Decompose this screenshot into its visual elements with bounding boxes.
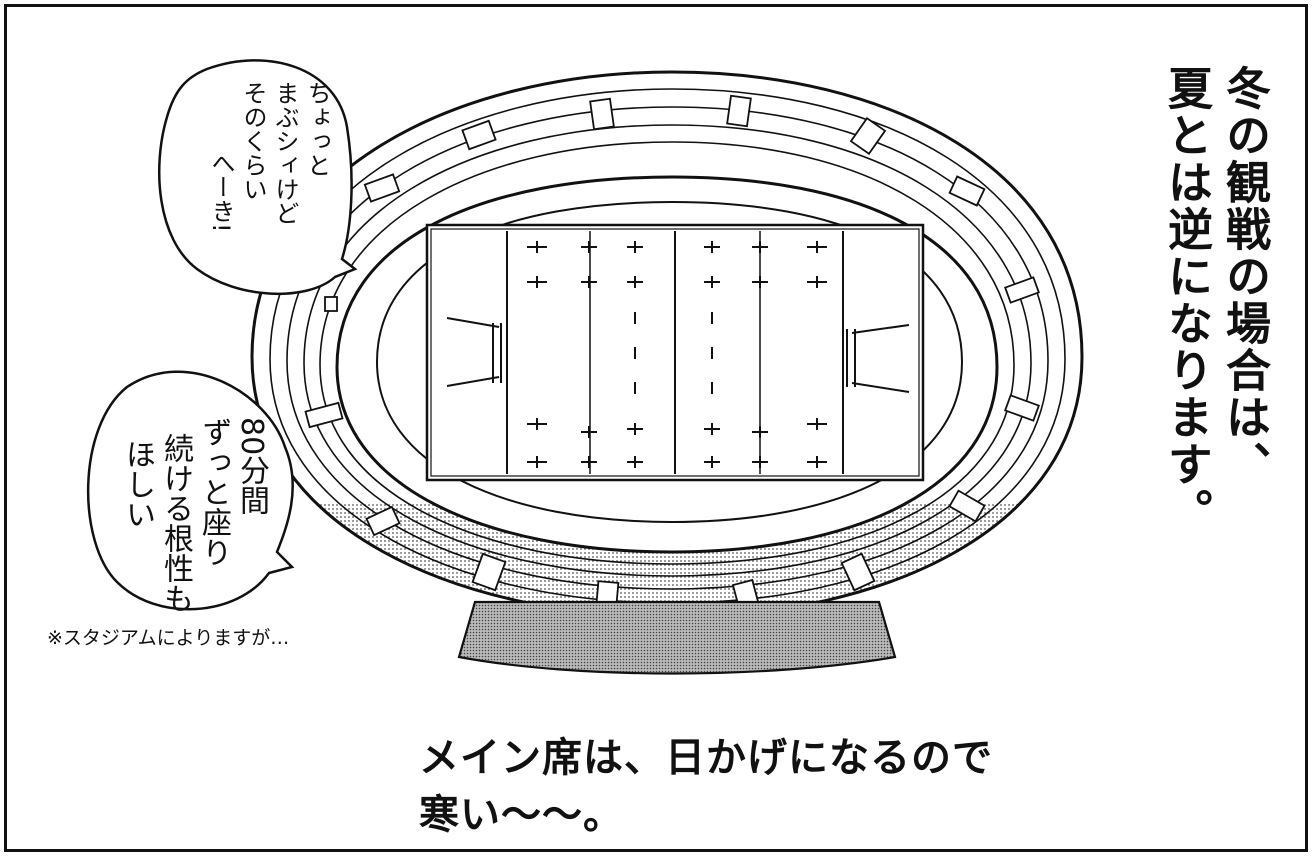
speech-bubble-top-shape <box>158 59 358 296</box>
bubble-top-line-1: ちょっと <box>303 81 331 177</box>
bubble-left-line-2: ずっと座り <box>196 417 231 567</box>
caption-line-1: メイン席は、日かげになるので <box>419 735 993 781</box>
bubble-top-line-2: まぶシィけど <box>271 81 299 225</box>
main-stand <box>457 600 897 675</box>
speech-bubble-left: 80分間 ずっと座り 続ける根性も ほしい <box>97 417 269 627</box>
rugby-pitch <box>425 223 925 482</box>
bubble-top-line-4: へーき! <box>207 151 235 233</box>
narration-line-1: 冬の観戦の場合は、 <box>1218 65 1271 488</box>
speech-bubble-left-shape <box>87 370 295 611</box>
footnote: ※スタジアムによりますが… <box>47 627 290 649</box>
bubble-left-line-3: 続ける根性も <box>158 433 193 613</box>
comic-panel: 冬の観戦の場合は、 夏とは逆になります。 ちょっと まぶシィけど そのくらい へ… <box>4 4 1308 852</box>
pitch-marks <box>527 241 827 468</box>
stadium-illustration <box>87 59 1084 675</box>
bubble-left-line-1: 80分間 <box>234 417 269 516</box>
caption-line-2: 寒い〜〜。 <box>419 792 624 838</box>
bubble-left-line-4: ほしい <box>120 439 155 529</box>
speech-bubble-top: ちょっと まぶシィけど そのくらい へーき! <box>179 81 331 281</box>
narration-text: 冬の観戦の場合は、 夏とは逆になります。 <box>1147 65 1271 535</box>
narration-line-2: 夏とは逆になります。 <box>1160 65 1213 535</box>
bubble-top-line-3: そのくらい <box>239 81 267 201</box>
